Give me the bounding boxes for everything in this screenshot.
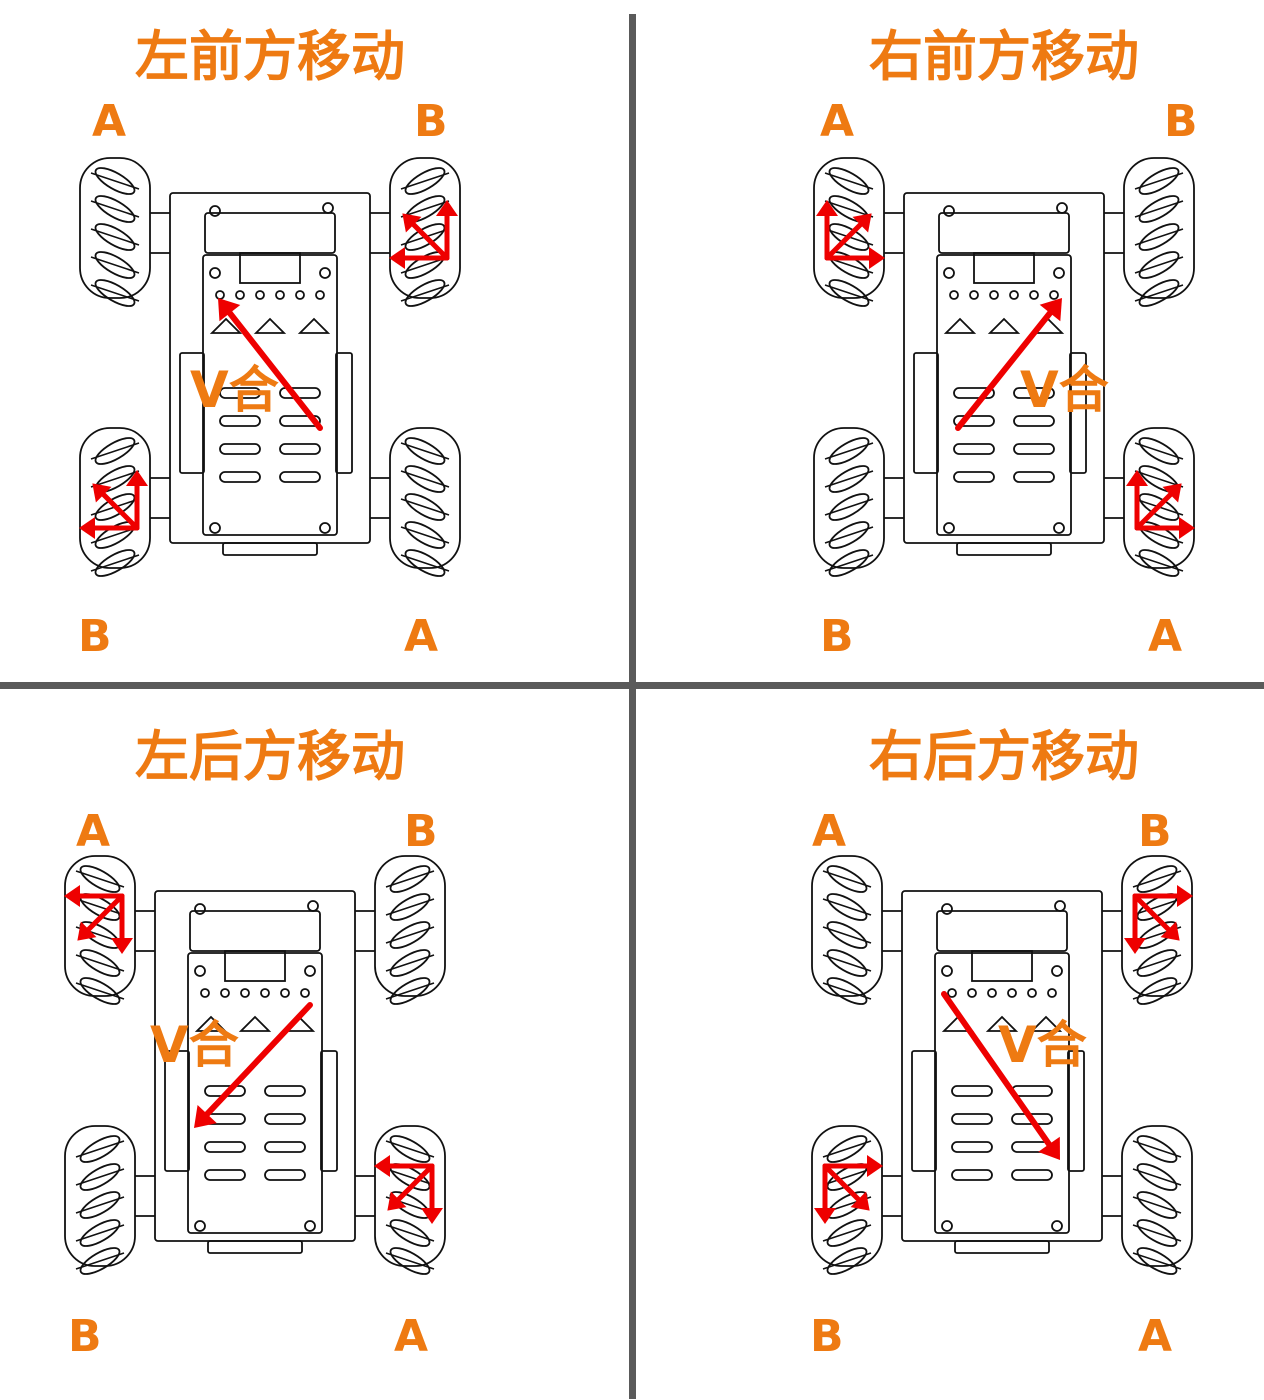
wheel-velocity-arrow-head bbox=[126, 470, 148, 486]
wheel-velocity-arrow-head bbox=[869, 247, 885, 269]
wheel-velocity-arrow bbox=[101, 492, 140, 531]
resultant-velocity-label: V合 bbox=[998, 1016, 1087, 1074]
wheel-label-bottom-left: B bbox=[810, 1311, 844, 1362]
wheel-rear-right bbox=[374, 1125, 446, 1275]
wheel-velocity-arrow-head bbox=[1179, 517, 1195, 539]
wheel-label-top-right: B bbox=[404, 806, 438, 857]
wheel-label-bottom-right: A bbox=[404, 611, 439, 662]
wheel-velocity-arrow-head bbox=[374, 1155, 390, 1177]
wheel-velocity-arrow bbox=[1132, 893, 1171, 932]
robot-chassis-drawing bbox=[79, 157, 461, 577]
wheel-velocity-arrow bbox=[822, 1163, 861, 1202]
resultant-velocity-arrow-head bbox=[1039, 298, 1062, 322]
wheel-velocity-arrow-head bbox=[387, 1191, 407, 1211]
resultant-velocity-arrow bbox=[941, 991, 1053, 1148]
resultant-velocity-arrow-head bbox=[1038, 1136, 1060, 1160]
wheel-velocity-arrow-head bbox=[402, 213, 422, 233]
wheel-front-right bbox=[1123, 157, 1195, 307]
wheel-velocity-arrow-head bbox=[814, 1208, 836, 1224]
panel-title: 右前方移动 bbox=[869, 25, 1139, 88]
wheel-velocity-arrow-head bbox=[64, 885, 80, 907]
wheel-velocity-arrow-head bbox=[1160, 921, 1180, 941]
wheel-label-bottom-right: A bbox=[1148, 611, 1183, 662]
resultant-velocity-label: V合 bbox=[190, 361, 279, 419]
wheel-label-top-right: B bbox=[1164, 96, 1198, 147]
wheel-velocity-arrow-head bbox=[1162, 483, 1182, 503]
resultant-velocity-label: V合 bbox=[1020, 361, 1109, 419]
wheel-rear-left bbox=[79, 427, 151, 577]
panel-4: 右后方移动 A B B A V合 bbox=[632, 700, 1264, 1400]
wheel-velocity-arrow-head bbox=[1124, 938, 1146, 954]
wheel-velocity-arrow bbox=[1134, 492, 1173, 531]
wheel-velocity-arrow bbox=[824, 222, 863, 261]
panel-title: 左前方移动 bbox=[135, 25, 405, 88]
resultant-velocity-arrow bbox=[955, 309, 1054, 431]
wheel-label-top-right: B bbox=[1138, 806, 1172, 857]
wheel-velocity-arrow-head bbox=[1177, 885, 1193, 907]
wheel-label-bottom-left: B bbox=[68, 1311, 102, 1362]
wheel-velocity-arrow-head bbox=[436, 200, 458, 216]
wheel-rear-left bbox=[64, 1125, 136, 1275]
wheel-rear-left bbox=[811, 1125, 883, 1275]
wheel-velocity-arrow-head bbox=[79, 517, 95, 539]
wheel-velocity-arrow-head bbox=[852, 213, 872, 233]
wheel-rear-right bbox=[1121, 1125, 1193, 1275]
wheel-front-left bbox=[811, 855, 883, 1005]
panel-title: 右后方移动 bbox=[869, 725, 1139, 788]
vertical-divider bbox=[629, 14, 636, 1399]
wheel-front-right bbox=[374, 855, 446, 1005]
resultant-velocity-label: V合 bbox=[150, 1016, 239, 1074]
robot-chassis-drawing bbox=[811, 855, 1193, 1275]
wheel-label-bottom-left: B bbox=[820, 611, 854, 662]
wheel-velocity-arrow bbox=[396, 1163, 435, 1202]
wheel-label-top-left: A bbox=[76, 806, 111, 857]
wheel-label-top-left: A bbox=[820, 96, 855, 147]
wheel-front-left bbox=[79, 157, 151, 307]
resultant-velocity-arrow-head bbox=[194, 1104, 217, 1128]
wheel-velocity-arrow bbox=[86, 893, 125, 932]
wheel-velocity-arrow-head bbox=[111, 938, 133, 954]
wheel-velocity-arrow-head bbox=[1126, 470, 1148, 486]
wheel-front-left bbox=[64, 855, 136, 1005]
resultant-velocity-arrow bbox=[226, 310, 323, 431]
wheel-label-top-left: A bbox=[812, 806, 847, 857]
robot-chassis-drawing bbox=[813, 157, 1195, 577]
wheel-velocity-arrow bbox=[411, 222, 450, 261]
wheel-label-top-left: A bbox=[92, 96, 127, 147]
wheel-velocity-arrow-head bbox=[850, 1191, 870, 1211]
robot-chassis-drawing bbox=[64, 855, 446, 1275]
wheel-label-bottom-left: B bbox=[78, 611, 112, 662]
resultant-velocity-arrow-head bbox=[218, 298, 241, 322]
wheel-velocity-arrow-head bbox=[77, 921, 97, 941]
wheel-label-bottom-right: A bbox=[1138, 1311, 1173, 1362]
wheel-label-bottom-right: A bbox=[394, 1311, 429, 1362]
horizontal-divider bbox=[0, 682, 1264, 689]
wheel-rear-left bbox=[813, 427, 885, 577]
panel-title: 左后方移动 bbox=[135, 725, 405, 788]
wheel-velocity-arrow-head bbox=[421, 1208, 443, 1224]
wheel-rear-right bbox=[389, 427, 461, 577]
wheel-velocity-arrow-head bbox=[867, 1155, 883, 1177]
panel-3: 左后方移动 A B B A V合 bbox=[0, 700, 632, 1400]
wheel-velocity-arrow-head bbox=[389, 247, 405, 269]
panel-2: 右前方移动 A B B A V合 bbox=[632, 0, 1264, 700]
resultant-velocity-arrow bbox=[204, 1002, 313, 1118]
wheel-velocity-arrow-head bbox=[816, 200, 838, 216]
wheel-velocity-arrow-head bbox=[92, 483, 112, 503]
wheel-label-top-right: B bbox=[414, 96, 448, 147]
